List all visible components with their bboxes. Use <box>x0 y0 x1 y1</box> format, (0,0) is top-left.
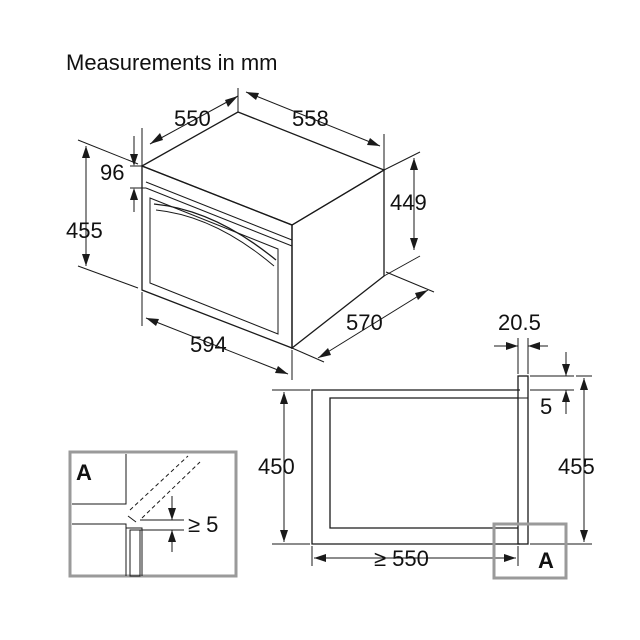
dim-label-450: 450 <box>258 454 295 479</box>
dim-label-min-550: ≥ 550 <box>374 546 429 571</box>
niche-section <box>311 375 529 545</box>
dim-label-558: 558 <box>292 106 329 131</box>
dim-label-5: 5 <box>540 394 552 419</box>
dim-558: 558 <box>245 91 385 170</box>
dim-label-455-right: 455 <box>558 454 595 479</box>
door-handle-inner <box>155 209 275 267</box>
detail-marker-label: A <box>538 548 554 573</box>
dim-min-550: ≥ 550 <box>311 546 519 571</box>
dim-label-570: 570 <box>346 310 383 335</box>
detail-view-label: A <box>76 460 92 485</box>
dim-label-594: 594 <box>190 332 227 357</box>
dim-label-20-5: 20.5 <box>498 310 541 335</box>
dim-570: 570 <box>291 271 435 363</box>
dim-5-gap: 5 <box>530 352 574 419</box>
control-strip-edge <box>145 181 293 241</box>
dim-20-5: 20.5 <box>494 310 548 374</box>
detail-marker-box: A <box>492 522 568 580</box>
dim-550-top: 550 <box>141 88 239 166</box>
detail-label-min-5: ≥ 5 <box>188 512 218 537</box>
appliance-front <box>141 165 293 349</box>
dim-label-455-left: 455 <box>66 218 103 243</box>
door-handle <box>153 203 277 261</box>
front-panel <box>517 375 529 545</box>
dim-594: 594 <box>141 292 293 380</box>
diagram-title: Measurements in mm <box>66 50 278 75</box>
control-strip-edge-2 <box>145 187 293 247</box>
dim-449: 449 <box>383 151 427 277</box>
niche-outer <box>311 389 520 545</box>
oven-door <box>149 197 279 335</box>
dim-label-449: 449 <box>390 190 427 215</box>
niche-inner <box>329 397 518 529</box>
dim-450: 450 <box>258 389 310 545</box>
dim-label-550: 550 <box>174 106 211 131</box>
dim-label-96: 96 <box>100 160 124 185</box>
dim-96: 96 <box>100 136 146 212</box>
detail-frame <box>68 450 238 578</box>
dim-455-right: 455 <box>530 375 595 545</box>
dim-455-left: 455 <box>66 139 139 289</box>
detail-view: A ≥ 5 <box>68 450 238 578</box>
